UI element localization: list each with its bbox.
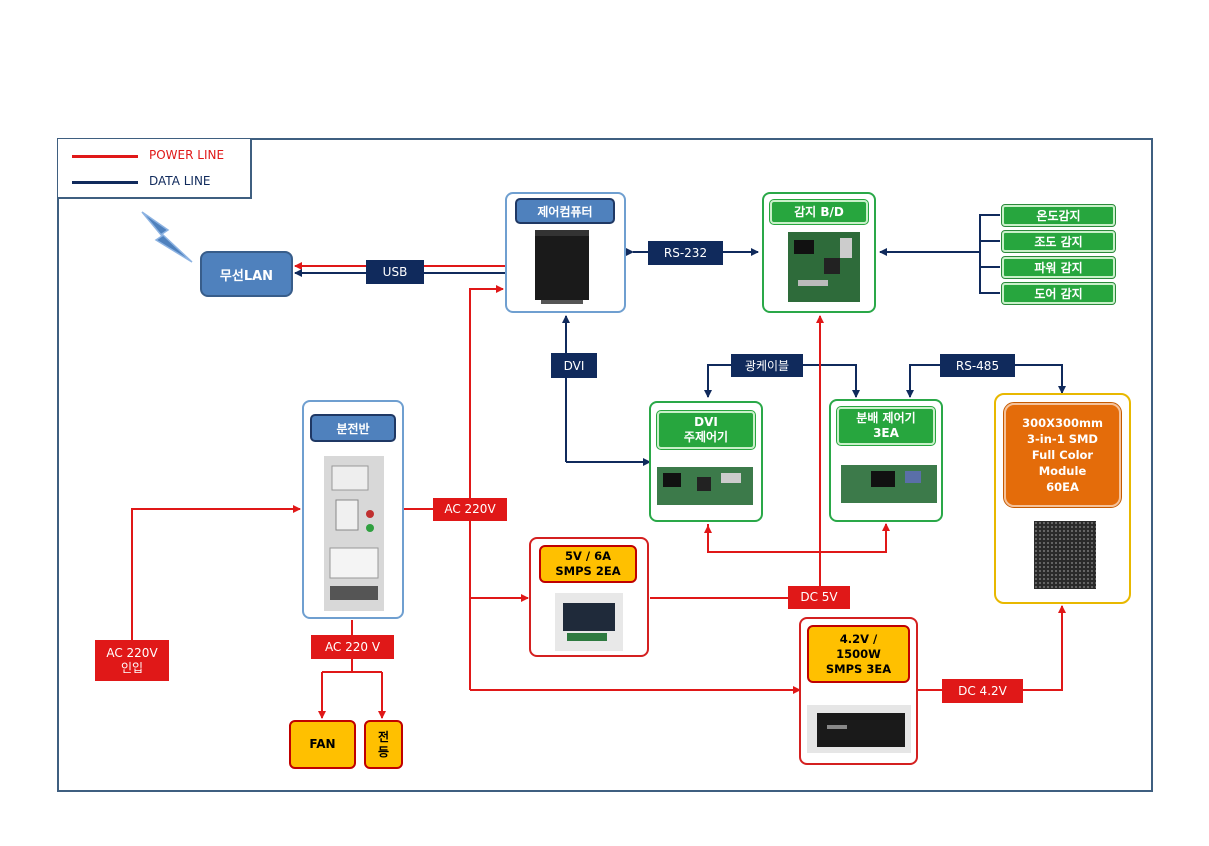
dvi-main-controller-label: DVI 주제어기 — [656, 410, 756, 450]
smps-5v-photo — [555, 593, 623, 651]
sense-board-label: 감지 B/D — [769, 199, 869, 225]
sensor-power: 파워 감지 — [1001, 256, 1116, 279]
smps42-line2: 1500W — [836, 646, 881, 661]
dist-ctrl-line1: 분배 제어기 — [856, 411, 916, 425]
smps-5v-node: 5V / 6A SMPS 2EA — [529, 537, 649, 657]
led-module-label: 300X300mm 3-in-1 SMD Full Color Module 6… — [1003, 402, 1122, 508]
ac220-panel-label: AC 220 V — [311, 635, 394, 659]
control-pc-label: 제어컴퓨터 — [515, 198, 615, 224]
legend-data-label: DATA LINE — [149, 174, 211, 188]
lamp-line2: 등 — [377, 744, 390, 759]
control-pc-node: 제어컴퓨터 — [505, 192, 626, 313]
dc42-line — [918, 605, 1066, 691]
dvi-label: DVI — [551, 353, 597, 378]
dvi-board-photo — [657, 467, 753, 505]
module-line-5: 60EA — [1046, 480, 1079, 494]
ac220-inlet-line2: 인입 — [120, 660, 144, 675]
module-line-3: Full Color — [1031, 448, 1094, 462]
led-module-photo — [1034, 521, 1096, 589]
smps5-line2: SMPS 2EA — [555, 564, 621, 578]
sense-board-node: 감지 B/D — [762, 192, 876, 313]
rs232-label: RS-232 — [648, 241, 723, 265]
sensor-door: 도어 감지 — [1001, 282, 1116, 305]
distribution-board-photo — [841, 465, 937, 503]
circuit-board-photo — [788, 232, 860, 302]
module-line-1: 300X300mm — [1022, 416, 1103, 430]
sensor-temperature: 온도감지 — [1001, 204, 1116, 227]
dc42-label: DC 4.2V — [942, 679, 1023, 703]
ac220-inlet-label: AC 220V 인입 — [95, 640, 169, 681]
lamp-node: 전 등 — [364, 720, 403, 769]
lamp-line1: 전 — [377, 729, 390, 744]
led-module-node: 300X300mm 3-in-1 SMD Full Color Module 6… — [994, 393, 1131, 604]
distribution-panel-label: 분전반 — [310, 414, 396, 442]
lightning-bolt-icon — [141, 211, 193, 263]
fan-node: FAN — [289, 720, 356, 769]
diagram-frame — [57, 138, 1153, 792]
dvi-main-controller-node: DVI 주제어기 — [649, 401, 763, 522]
smps-5v-label: 5V / 6A SMPS 2EA — [539, 545, 637, 583]
ac220-feed-label: AC 220V — [433, 498, 507, 521]
dvi-main-line2: 주제어기 — [683, 430, 729, 444]
ac-inlet-line — [131, 505, 301, 640]
module-line-2: 3-in-1 SMD — [1027, 432, 1098, 446]
smps42-line3: SMPS 3EA — [825, 661, 892, 676]
usb-label: USB — [366, 260, 424, 284]
smps-42v-node: 4.2V / 1500W SMPS 3EA — [799, 617, 918, 765]
legend-power-label: POWER LINE — [149, 148, 225, 162]
legend-power-swatch — [72, 155, 138, 158]
legend-data-swatch — [72, 181, 138, 184]
computer-photo — [535, 230, 589, 304]
dc5-label: DC 5V — [788, 586, 850, 609]
sensor-illuminance: 조도 감지 — [1001, 230, 1116, 253]
smps5-line1: 5V / 6A — [564, 549, 611, 563]
dvi-main-line1: DVI — [694, 415, 718, 429]
sensor-bus — [979, 214, 1000, 294]
dist-ctrl-line2: 3EA — [873, 426, 899, 440]
distribution-panel-node: 분전반 — [302, 400, 404, 619]
distribution-controller-node: 분배 제어기 3EA — [829, 399, 943, 522]
panel-photo — [324, 456, 384, 611]
smps-42v-photo — [807, 705, 911, 753]
module-line-4: Module — [1038, 464, 1087, 478]
smps-42v-label: 4.2V / 1500W SMPS 3EA — [807, 625, 910, 683]
wireless-lan-node: 무선LAN — [200, 251, 293, 297]
distribution-controller-label: 분배 제어기 3EA — [836, 406, 936, 446]
smps42-line1: 4.2V / — [839, 631, 878, 646]
legend: POWER LINE DATA LINE — [58, 139, 252, 199]
rs485-label: RS-485 — [940, 354, 1015, 377]
ac220-inlet-line1: AC 220V — [106, 645, 158, 660]
optical-cable-label: 광케이블 — [731, 354, 803, 377]
